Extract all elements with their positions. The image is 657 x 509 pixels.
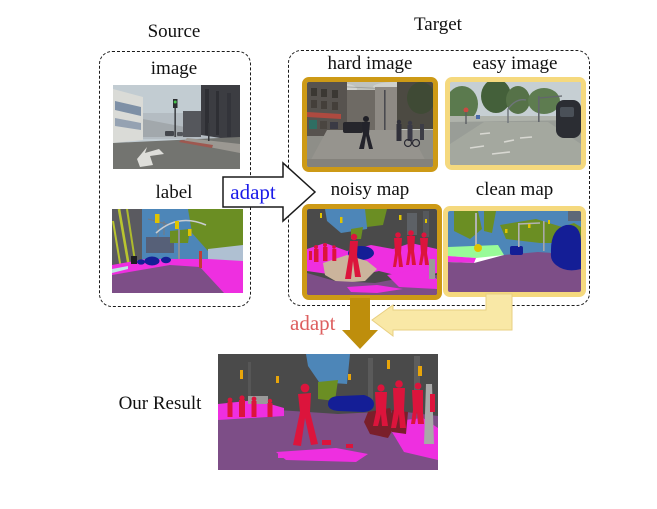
noisy-map-thumbnail xyxy=(302,204,442,300)
source-image-thumbnail xyxy=(113,85,240,169)
source-label-caption: label xyxy=(155,182,193,203)
adapt-horizontal-label: adapt xyxy=(230,180,276,204)
adapt-vertical-label: adapt xyxy=(290,311,336,335)
result-caption: Our Result xyxy=(118,393,202,414)
noisy-map-illustration xyxy=(307,209,437,295)
result-thumbnail xyxy=(218,354,438,470)
target-title: Target xyxy=(414,14,462,35)
clean-map-caption: clean map xyxy=(475,179,554,200)
source-label-illustration xyxy=(112,209,243,293)
clean-map-illustration xyxy=(448,211,581,292)
source-image-illustration xyxy=(113,85,240,169)
hard-image-illustration xyxy=(307,82,433,167)
source-image-caption: image xyxy=(150,58,198,79)
hard-image-caption: hard image xyxy=(327,53,413,74)
easy-image-illustration xyxy=(450,82,581,165)
noisy-map-caption: noisy map xyxy=(330,179,410,200)
easy-image-thumbnail xyxy=(445,77,586,170)
hard-image-thumbnail xyxy=(302,77,438,172)
result-illustration xyxy=(218,354,438,470)
clean-map-thumbnail xyxy=(443,206,586,297)
source-title: Source xyxy=(147,21,201,42)
source-label-thumbnail xyxy=(112,209,243,293)
easy-image-caption: easy image xyxy=(472,53,558,74)
